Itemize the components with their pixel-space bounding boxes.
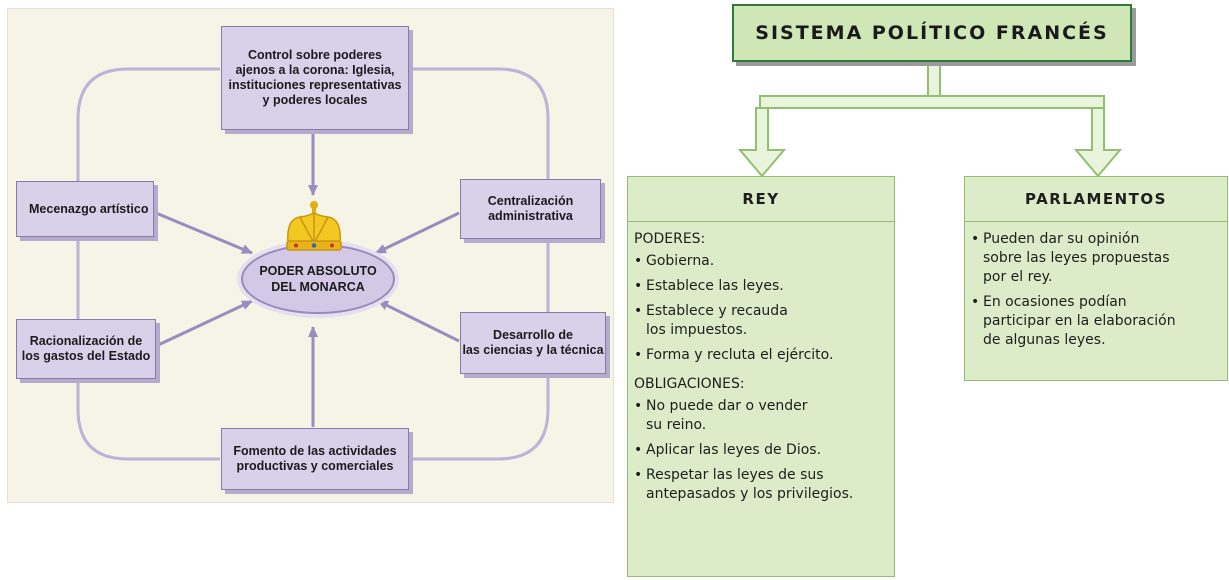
list-item: •Respetar las leyes de sus antepasados y… — [634, 467, 854, 502]
list-item: •Forma y recluta el ejército. — [634, 347, 834, 363]
diagram-title: SISTEMA POLÍTICO FRANCÉS — [755, 22, 1109, 44]
parlamentos-heading: PARLAMENTOS — [965, 177, 1227, 222]
arrow-to-rey — [737, 107, 787, 178]
outer-loop-bottom-left — [76, 379, 220, 461]
arrow-from-centralizacion — [375, 211, 460, 255]
list-item: •Pueden dar su opinión sobre las leyes p… — [971, 231, 1170, 285]
rey-heading: REY — [628, 177, 894, 222]
box-artistic-patronage: Mecenazgo artístico — [16, 181, 154, 237]
outer-loop-top-right — [408, 67, 550, 179]
obligaciones-heading: OBLIGACIONES: — [634, 376, 745, 392]
connector-bar — [759, 95, 1105, 109]
poderes-heading: PODERES: — [634, 231, 706, 247]
list-item: •Establece y recauda los impuestos. — [634, 303, 788, 338]
outer-loop-bottom-right — [408, 373, 550, 461]
list-item: •Aplicar las leyes de Dios. — [634, 442, 822, 458]
connector-stem — [927, 63, 941, 97]
parlamentos-box: PARLAMENTOS •Pueden dar su opinión sobre… — [964, 176, 1228, 381]
arrow-from-racionalizacion — [155, 299, 253, 348]
arrow-from-mecenazgo — [155, 211, 253, 255]
box-administrative-centralization: Centralización administrativa — [460, 179, 601, 239]
arrow-from-desarrollo — [377, 299, 460, 343]
crown-icon — [286, 201, 342, 251]
box-expense-rationalization: Racionalización de los gastos del Estado — [16, 319, 156, 379]
box-economic-promotion: Fomento de las actividades productivas y… — [221, 428, 409, 490]
list-item: •Gobierna. — [634, 253, 715, 269]
list-item: •En ocasiones podían participar en la el… — [971, 294, 1176, 348]
outer-loop-top-left — [76, 67, 220, 181]
connector-lines — [76, 67, 550, 461]
box-control-powers: Control sobre poderes ajenos a la corona… — [221, 26, 409, 130]
list-item: •Establece las leyes. — [634, 278, 784, 294]
title-box: SISTEMA POLÍTICO FRANCÉS — [732, 4, 1132, 62]
absolute-power-diagram: Control sobre poderes ajenos a la corona… — [7, 8, 614, 503]
center-absolute-power: PODER ABSOLUTO DEL MONARCA — [241, 244, 395, 314]
arrow-to-parlamentos — [1073, 107, 1123, 178]
box-science-development: Desarrollo de las ciencias y la técnica — [460, 312, 606, 374]
rey-box: REY PODERES: •Gobierna. •Establece las l… — [627, 176, 895, 577]
list-item: •No puede dar o vender su reino. — [634, 398, 808, 433]
